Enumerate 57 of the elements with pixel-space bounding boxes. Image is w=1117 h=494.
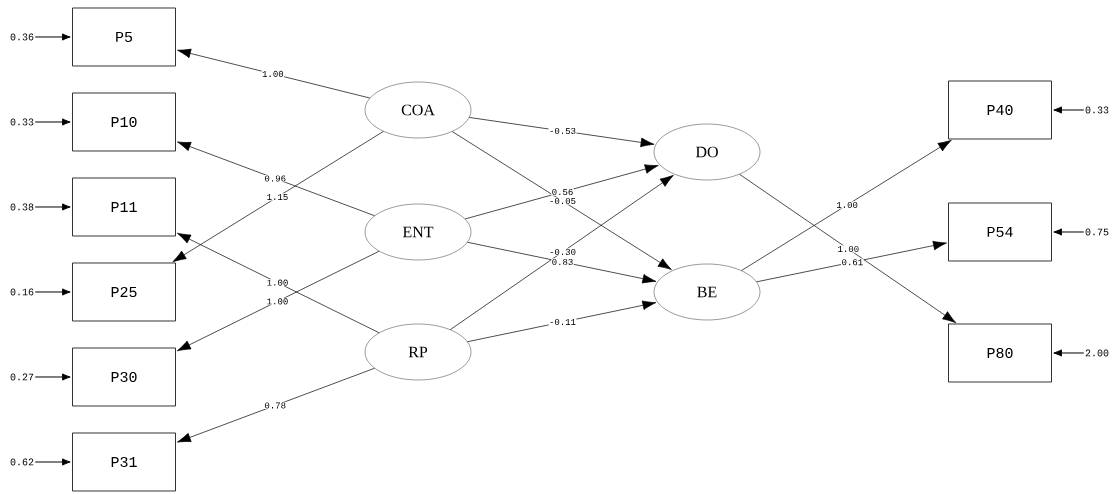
variable-box: P54 — [948, 202, 1052, 262]
error-variance: 0.16 — [10, 288, 34, 296]
error-arrow — [34, 203, 71, 211]
edge-label: 1.00 — [266, 297, 289, 305]
error-variance: 0.75 — [1085, 228, 1109, 236]
error-arrow — [34, 373, 71, 381]
path-arrow — [468, 117, 655, 148]
edge-label: 1.00 — [261, 70, 285, 78]
error-arrow — [34, 118, 71, 126]
edge-label: 1.15 — [266, 193, 289, 201]
path-arrow — [739, 173, 957, 324]
error-arrow — [1053, 349, 1085, 357]
edge-label: 1.00 — [266, 279, 289, 287]
edge-label: -0.05 — [548, 197, 577, 205]
edge-label: 0.96 — [263, 174, 287, 183]
path-arrow — [172, 131, 384, 263]
edge-label: 0.61 — [841, 258, 864, 266]
variable-box: P11 — [72, 177, 176, 237]
error-variance: 0.33 — [1085, 106, 1109, 114]
edge-label: -0.30 — [548, 248, 577, 256]
path-arrow — [741, 139, 952, 271]
error-variance: 0.36 — [10, 33, 34, 41]
variable-box: P31 — [72, 432, 176, 492]
variable-box: P10 — [72, 92, 176, 152]
path-arrow — [177, 48, 371, 99]
path-arrow — [177, 232, 380, 334]
edge-label: -0.53 — [548, 127, 577, 135]
error-arrow — [34, 458, 71, 466]
error-arrow — [34, 33, 71, 41]
error-variance: 0.38 — [10, 203, 34, 211]
edge-label: 0.78 — [263, 401, 287, 409]
path-arrow — [177, 141, 375, 217]
edge-label: 1.00 — [837, 245, 860, 253]
error-variance: 0.27 — [10, 373, 34, 381]
edge-label: 0.56 — [551, 188, 574, 196]
path-arrow — [756, 240, 947, 283]
error-variance: 0.62 — [10, 458, 34, 466]
variable-box: P80 — [948, 323, 1052, 383]
path-arrow — [467, 300, 657, 343]
edge-label: 0.83 — [551, 258, 574, 266]
variable-box: P40 — [948, 80, 1052, 140]
error-arrow — [34, 288, 71, 296]
path-arrow — [451, 131, 672, 270]
error-variance: 0.33 — [10, 118, 34, 126]
edge-label: -0.11 — [548, 318, 577, 326]
variable-box: P30 — [72, 347, 176, 407]
path-arrow — [177, 367, 375, 443]
error-arrow — [1053, 106, 1085, 114]
variable-box: P5 — [72, 7, 176, 67]
error-arrow — [1053, 228, 1085, 236]
error-variance: 2.00 — [1085, 349, 1109, 357]
path-arrow — [450, 174, 674, 330]
path-arrow — [177, 250, 380, 352]
variable-box: P25 — [72, 262, 176, 322]
path-arrow — [467, 241, 657, 284]
path-arrow — [464, 164, 659, 220]
edge-label: 1.00 — [835, 201, 859, 209]
